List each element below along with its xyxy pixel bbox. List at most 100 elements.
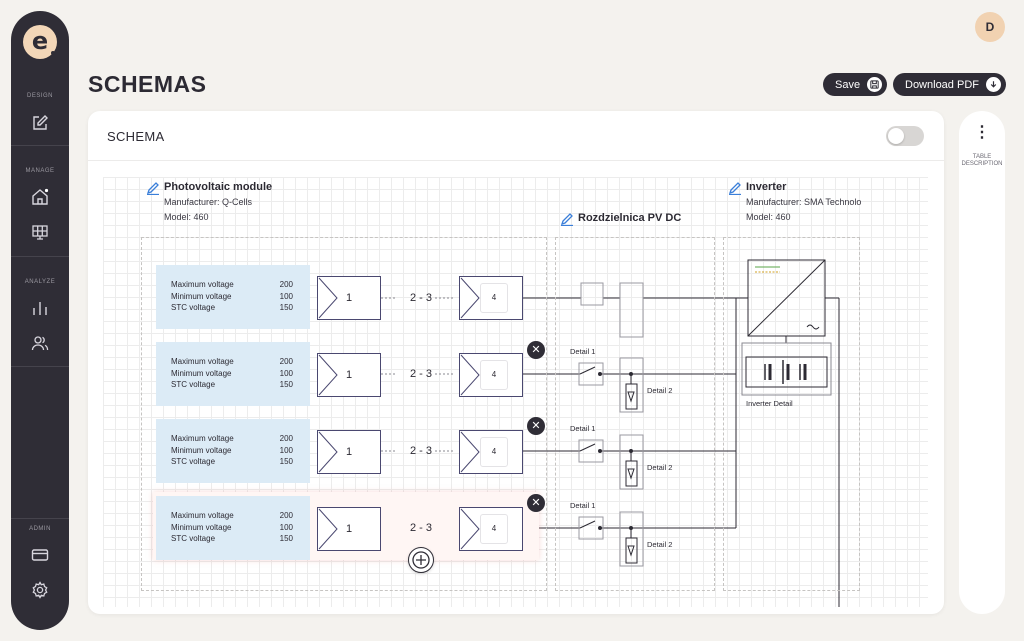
section-label-admin: ADMIN <box>29 526 51 532</box>
more-options-icon[interactable]: ⋮ <box>974 124 990 141</box>
stc-voltage-label: STC voltage <box>171 457 216 466</box>
first-module-block[interactable]: 1 <box>317 276 381 320</box>
sidebar: e DESIGN MANAGE ANALYZE ADMIN <box>11 11 69 630</box>
home-icon[interactable] <box>29 186 51 208</box>
string-info-box[interactable]: Maximum voltage 200 Minimum voltage 100 ST… <box>156 496 310 560</box>
module-range: 2 - 3 <box>410 445 433 457</box>
first-module-number: 1 <box>346 292 353 304</box>
inverter-detail-label: Inverter Detail <box>746 399 793 408</box>
max-voltage-label: Maximum voltage <box>171 280 234 289</box>
solar-panel-icon[interactable] <box>29 221 51 243</box>
pv-module-manufacturer: Manufacturer: Q-Cells <box>164 197 253 207</box>
app-logo[interactable]: e <box>23 25 57 59</box>
bar-chart-icon[interactable] <box>29 297 51 319</box>
pv-strings-container <box>141 237 547 591</box>
settings-icon[interactable] <box>29 579 51 601</box>
distribution-header: Rozdzielnica PV DC <box>578 211 681 226</box>
save-icon <box>867 77 883 92</box>
stc-voltage-value: 150 <box>279 380 293 389</box>
edit-pencil-icon[interactable] <box>728 181 742 195</box>
first-module-number: 1 <box>346 446 353 458</box>
min-voltage-value: 100 <box>279 446 293 455</box>
user-avatar[interactable]: D <box>975 12 1005 42</box>
min-voltage-label: Minimum voltage <box>171 292 232 301</box>
min-voltage-value: 100 <box>279 523 293 532</box>
stc-voltage-label: STC voltage <box>171 303 216 312</box>
table-description-label: TABLE DESCRIPTION <box>961 154 1003 167</box>
inverter-manufacturer: Manufacturer: SMA Technology <box>746 197 861 207</box>
download-pdf-button[interactable]: Download PDF <box>893 73 1006 96</box>
download-icon <box>985 77 1001 92</box>
max-voltage-label: Maximum voltage <box>171 434 234 443</box>
remove-string-button[interactable]: ✕ <box>527 494 545 512</box>
logo-glyph: e <box>31 26 49 55</box>
distribution-name: Rozdzielnica PV DC <box>578 212 682 224</box>
max-voltage-label: Maximum voltage <box>171 511 234 520</box>
detail-1-label: Detail 1 <box>570 424 596 433</box>
min-voltage-label: Minimum voltage <box>171 446 232 455</box>
inverter-container <box>723 237 860 591</box>
min-voltage-label: Minimum voltage <box>171 369 232 378</box>
inverter-model: Model: 460 <box>746 212 791 222</box>
last-module-number: 4 <box>480 360 508 390</box>
stc-voltage-label: STC voltage <box>171 534 216 543</box>
edit-pencil-icon[interactable] <box>560 212 574 226</box>
module-range: 2 - 3 <box>410 368 433 380</box>
module-range: 2 - 3 <box>410 292 433 304</box>
remove-string-button[interactable]: ✕ <box>527 341 545 359</box>
save-button-label: Save <box>835 78 861 91</box>
string-info-box[interactable]: Maximum voltage 200 Minimum voltage 100 ST… <box>156 265 310 329</box>
download-pdf-label: Download PDF <box>905 78 979 91</box>
min-voltage-label: Minimum voltage <box>171 523 232 532</box>
pv-module-name: Photovoltaic module <box>164 181 273 193</box>
detail-2-label: Detail 2 <box>647 540 673 549</box>
schema-toggle[interactable] <box>886 126 924 146</box>
min-voltage-value: 100 <box>279 292 293 301</box>
first-module-block[interactable]: 1 <box>317 353 381 397</box>
last-module-block[interactable]: 4 <box>459 430 523 474</box>
schema-card-title: SCHEMA <box>107 129 165 144</box>
first-module-number: 1 <box>346 523 353 535</box>
inverter-name: Inverter <box>746 181 787 193</box>
first-module-block[interactable]: 1 <box>317 430 381 474</box>
last-module-number: 4 <box>480 283 508 313</box>
first-module-block[interactable]: 1 <box>317 507 381 551</box>
table-description-panel[interactable]: ⋮ TABLE DESCRIPTION <box>959 111 1005 614</box>
schema-canvas[interactable]: Photovoltaic module Manufacturer: Q-Cell… <box>103 177 928 607</box>
add-string-button[interactable] <box>408 547 434 573</box>
min-voltage-value: 100 <box>279 369 293 378</box>
section-label-design: DESIGN <box>26 93 53 99</box>
last-module-number: 4 <box>480 437 508 467</box>
remove-string-button[interactable]: ✕ <box>527 417 545 435</box>
max-voltage-value: 200 <box>279 511 293 520</box>
max-voltage-label: Maximum voltage <box>171 357 234 366</box>
last-module-block[interactable]: 4 <box>459 507 523 551</box>
section-label-manage: MANAGE <box>25 168 55 174</box>
last-module-number: 4 <box>480 514 508 544</box>
plus-icon <box>412 551 430 569</box>
users-icon[interactable] <box>29 332 51 354</box>
stc-voltage-value: 150 <box>279 457 293 466</box>
distribution-container <box>555 237 715 591</box>
module-range: 2 - 3 <box>410 522 433 534</box>
first-module-number: 1 <box>346 369 353 381</box>
schema-wiring <box>381 259 840 607</box>
max-voltage-value: 200 <box>279 357 293 366</box>
page-title: SCHEMAS <box>88 71 207 97</box>
detail-2-label: Detail 2 <box>647 463 673 472</box>
stc-voltage-value: 150 <box>279 534 293 543</box>
last-module-block[interactable]: 4 <box>459 353 523 397</box>
save-button[interactable]: Save <box>823 73 888 96</box>
edit-pencil-icon[interactable] <box>146 181 160 195</box>
detail-2-label: Detail 2 <box>647 386 673 395</box>
pv-module-header: Photovoltaic module Manufacturer: Q-Cell… <box>164 180 272 225</box>
max-voltage-value: 200 <box>279 280 293 289</box>
stc-voltage-value: 150 <box>279 303 293 312</box>
detail-1-label: Detail 1 <box>570 347 596 356</box>
edit-icon[interactable] <box>29 112 51 134</box>
section-label-analyze: ANALYZE <box>24 279 56 285</box>
last-module-block[interactable]: 4 <box>459 276 523 320</box>
credit-card-icon[interactable] <box>29 544 51 566</box>
